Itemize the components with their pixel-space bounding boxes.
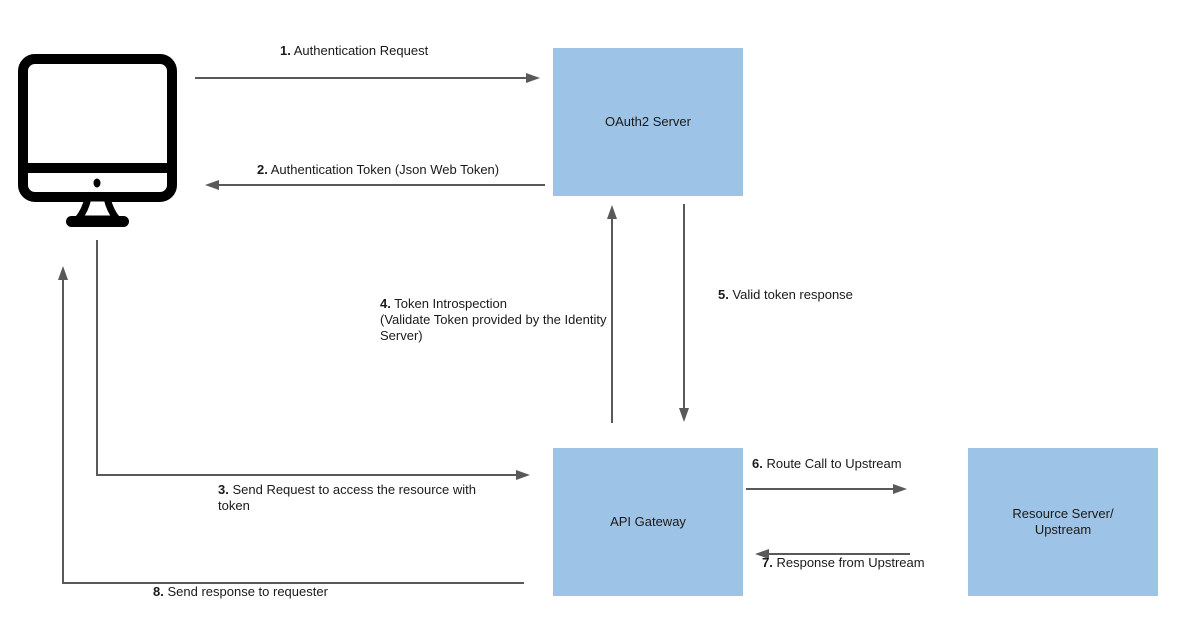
arrow-4-number: 4. — [380, 296, 391, 311]
arrow-6-text: Route Call to Upstream — [766, 456, 902, 471]
monitor-stand-base — [66, 216, 129, 227]
node-resource-server: Resource Server/ Upstream — [968, 448, 1158, 596]
arrow-5-head — [679, 408, 689, 422]
node-oauth2-server-label: OAuth2 Server — [605, 114, 691, 129]
node-api-gateway: API Gateway — [553, 448, 743, 596]
arrow-8-label: 8. Send response to requester — [153, 584, 328, 600]
node-resource-server-label: Resource Server/ Upstream — [1012, 506, 1114, 537]
arrow-3-label: 3. Send Request to access the resource w… — [218, 482, 476, 514]
arrow-2-authentication-token — [205, 180, 545, 190]
arrow-4-label-line-3: Server) — [380, 328, 423, 343]
arrow-6-head — [893, 484, 907, 494]
arrow-6-label: 6. Route Call to Upstream — [752, 456, 902, 472]
arrow-7-number: 7. — [762, 555, 773, 570]
arrow-8-text: Send response to requester — [167, 584, 328, 599]
arrow-1-authentication-request — [195, 73, 540, 83]
arrow-3-send-request — [96, 240, 530, 480]
arrow-3-number: 3. — [218, 482, 229, 497]
arrow-6-number: 6. — [752, 456, 763, 471]
arrow-7-label: 7. Response from Upstream — [762, 555, 925, 571]
arrow-5-number: 5. — [718, 287, 729, 302]
node-oauth2-server: OAuth2 Server — [553, 48, 743, 196]
arrow-5-label: 5. Valid token response — [718, 287, 853, 303]
arrow-2-text: Authentication Token (Json Web Token) — [270, 162, 500, 177]
arrow-7-response-upstream — [755, 549, 910, 559]
arrow-8-send-response — [58, 266, 524, 584]
arrow-5-text: Valid token response — [732, 287, 853, 302]
arrow-8-head — [58, 266, 68, 280]
desktop-computer-icon — [18, 54, 177, 227]
arrow-2-head — [205, 180, 219, 190]
arrow-3-label-line-1: 3. Send Request to access the resource w… — [218, 482, 476, 498]
arrow-4-label: 4. Token Introspection (Validate Token p… — [380, 296, 606, 344]
arrow-8-line — [62, 279, 524, 584]
arrow-4-label-line-1: 4. Token Introspection — [380, 296, 606, 312]
arrow-4-token-introspection — [607, 205, 617, 423]
monitor-outline — [18, 54, 177, 202]
arrow-3-head — [516, 470, 530, 480]
arrow-4-label-line-2: (Validate Token provided by the Identity — [380, 312, 607, 327]
arrow-7-text: Response from Upstream — [776, 555, 925, 570]
arrow-3-label-line-2: token — [218, 498, 250, 513]
arrow-7-head — [755, 549, 769, 559]
monitor-stand — [74, 194, 121, 223]
arrow-2-number: 2. — [257, 162, 268, 177]
arrow-3-line — [96, 240, 517, 476]
arrow-2-label: 2. Authentication Token (Json Web Token) — [257, 162, 499, 178]
arrow-3-text: Send Request to access the resource with — [232, 482, 476, 497]
arrow-6-route-call — [746, 484, 907, 494]
node-api-gateway-label: API Gateway — [610, 514, 686, 529]
monitor-camera-dot — [93, 178, 101, 188]
arrow-1-label: 1. Authentication Request — [280, 43, 428, 59]
arrow-1-number: 1. — [280, 43, 291, 58]
arrow-1-text: Authentication Request — [293, 43, 429, 58]
arrow-4-head — [607, 205, 617, 219]
arrow-4-text: Token Introspection — [394, 296, 507, 311]
arrow-8-number: 8. — [153, 584, 164, 599]
arrow-1-head — [526, 73, 540, 83]
arrow-5-valid-token-response — [679, 204, 689, 422]
